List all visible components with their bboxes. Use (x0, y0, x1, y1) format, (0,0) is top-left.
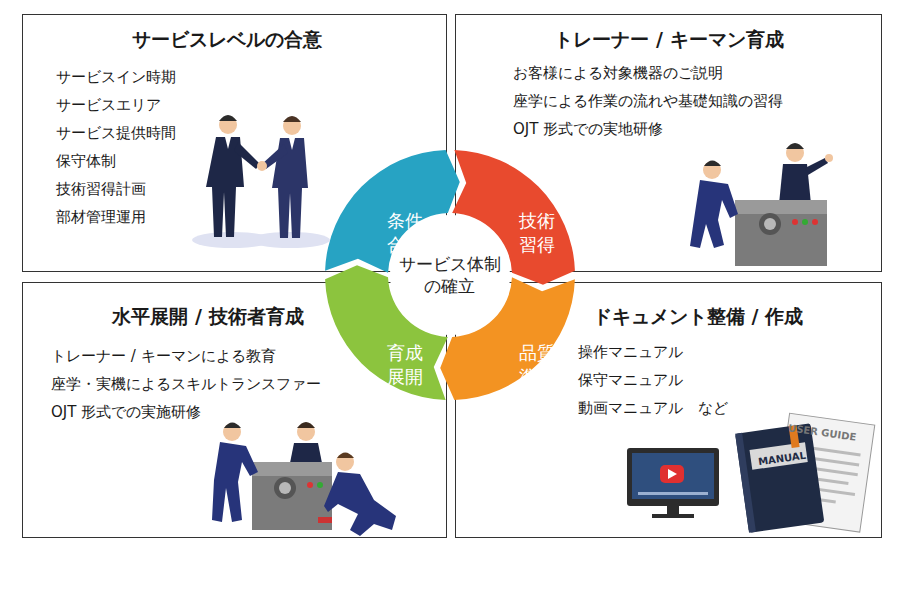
segment-label: 育成 展開 (384, 341, 425, 389)
segment-arrow (325, 265, 448, 400)
panel-title: トレーナー / キーマン育成 (554, 27, 783, 51)
list-item: サービスイン時期 (56, 63, 176, 91)
handshake-illustration (192, 115, 330, 248)
list-item: OJT 形式での実施研修 (51, 398, 201, 426)
panel-title: 水平展開 / 技術者育成 (112, 304, 303, 328)
trainer-illustration (690, 143, 833, 266)
section-panel: ドキュメント整備 / 作成操作マニュアル保守マニュアル動画マニュアル など (455, 282, 882, 538)
section-panel: サービスレベルの合意サービスイン時期サービスエリアサービス提供時間保守体制技術習… (22, 14, 447, 272)
center-label: サービス体制 の確立 (396, 253, 505, 297)
list-item: OJT 形式での実地研修 (513, 115, 663, 143)
center-circle: サービス体制 の確立 (390, 215, 510, 335)
manuals-illustration (627, 413, 875, 533)
list-item: お客様による対象機器のご説明 (513, 59, 723, 87)
list-item: サービスエリア (56, 91, 161, 119)
workers-illustration (212, 422, 396, 536)
panel-title: ドキュメント整備 / 作成 (593, 304, 803, 328)
segment-label: 技術 習得 (516, 209, 557, 257)
list-item: 動画マニュアル など (578, 394, 728, 422)
list-item: 技術習得計画 (56, 175, 146, 203)
segment-label: 品質 準備 (516, 341, 557, 389)
list-item: トレーナー / キーマンによる教育 (51, 342, 276, 370)
segment-arrow (440, 277, 575, 400)
list-item: 保守体制 (56, 147, 116, 175)
list-item: 保守マニュアル (578, 366, 683, 394)
section-panel: 水平展開 / 技術者育成トレーナー / キーマンによる教育座学・実機によるスキル… (22, 282, 447, 538)
section-panel: トレーナー / キーマン育成お客様による対象機器のご説明座学による作業の流れや基… (455, 14, 882, 272)
panel-title: サービスレベルの合意 (132, 27, 322, 51)
list-item: 操作マニュアル (578, 338, 683, 366)
list-item: サービス提供時間 (56, 119, 176, 147)
list-item: 部材管理運用 (56, 203, 146, 231)
list-item: 座学による作業の流れや基礎知識の習得 (513, 87, 783, 115)
list-item: 座学・実機によるスキルトランスファー (51, 370, 321, 398)
